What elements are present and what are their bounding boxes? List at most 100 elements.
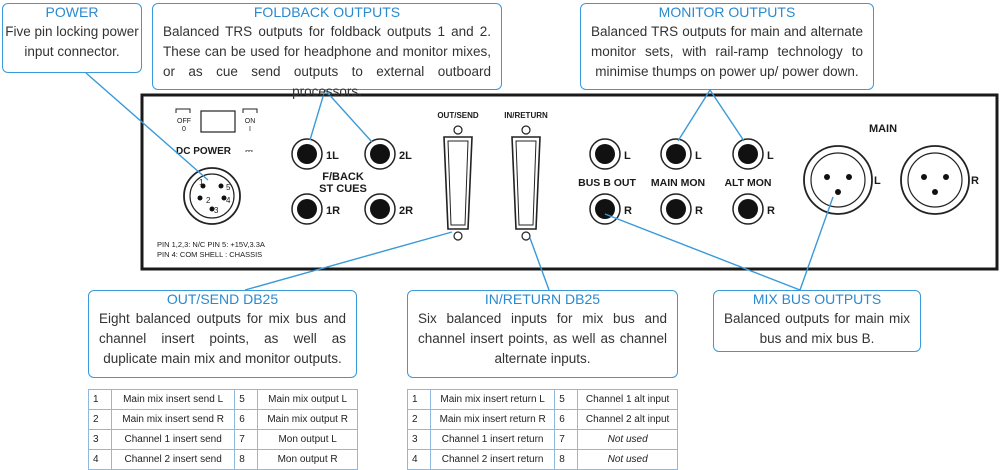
leader-in-return [529, 237, 550, 291]
fb-title-2: ST CUES [319, 183, 367, 195]
table-cell: Main mix insert return L [429, 389, 556, 410]
bus-b-out-label: BUS B OUT [578, 177, 636, 189]
switch-on-label: ON [245, 118, 256, 125]
out-send-panel-label: OUT/SEND [437, 111, 479, 120]
pin-3: 3 [214, 206, 219, 215]
leader-monitor-alt [709, 89, 745, 142]
table-cell: 2 [88, 409, 112, 430]
table-row: 1 Main mix insert send L 5 Main mix outp… [88, 389, 358, 410]
table-cell: Channel 1 insert send [110, 429, 236, 450]
table-cell: Channel 1 alt input [577, 389, 678, 410]
xlr-main-l [803, 145, 873, 215]
dc-power-label: DC POWER [176, 146, 232, 157]
jack-fb-2r [364, 193, 396, 225]
leader-power [85, 72, 209, 181]
switch-off-number: 0 [182, 126, 186, 133]
xlr-main-r-label: R [971, 175, 979, 187]
leader-mix-bus-b [604, 213, 801, 291]
callout-mix-bus-title: MIX BUS OUTPUTS [752, 291, 882, 307]
callout-monitor-title: MONITOR OUTPUTS [658, 4, 796, 20]
fb-title-1: F/BACK [322, 171, 364, 183]
table-cell: 4 [407, 449, 431, 470]
jack-main-mon-r-label: R [695, 205, 703, 217]
jack-alt-mon-l-label: L [767, 150, 774, 162]
jack-bus-b-l [589, 138, 621, 170]
callout-in-return: IN/RETURN DB25 Six balanced inputs for m… [407, 290, 678, 378]
leader-mix-bus-main [799, 196, 834, 291]
leader-foldback-2l [324, 89, 373, 143]
table-cell: 7 [554, 429, 579, 450]
pin-1: 1 [199, 178, 204, 187]
callout-monitor: MONITOR OUTPUTS Balanced TRS outputs for… [580, 3, 874, 90]
switch-on-number: I [249, 126, 251, 133]
jack-fb-1l-label: 1L [326, 150, 339, 162]
table-cell: Channel 2 insert send [110, 449, 236, 470]
pin-5: 5 [226, 183, 231, 192]
pin-2: 2 [206, 196, 211, 205]
table-cell: Not used [577, 429, 678, 450]
dc-symbol: ⎓ [245, 146, 253, 157]
table-cell: 3 [407, 429, 431, 450]
in-return-pin-table: 1 Main mix insert return L 5 Channel 1 a… [407, 389, 678, 470]
jack-main-mon-r [660, 193, 692, 225]
table-cell: Main mix output L [257, 389, 358, 410]
callout-mix-bus-text: Balanced outputs for main mix bus and mi… [724, 311, 910, 346]
table-cell: 6 [234, 409, 259, 430]
table-row: 4 Channel 2 insert send 8 Mon output R [88, 449, 358, 470]
table-cell: 1 [88, 389, 112, 410]
callout-out-send: OUT/SEND DB25 Eight balanced outputs for… [88, 290, 357, 378]
jack-fb-2l-label: 2L [399, 150, 412, 162]
power-connector: 1 2 3 4 5 [183, 167, 241, 225]
alt-mon-label: ALT MON [724, 177, 771, 189]
leader-foldback-1l [309, 89, 326, 141]
main-mon-label: MAIN MON [651, 177, 705, 189]
leader-lines [85, 72, 834, 291]
leader-out-send [244, 231, 453, 291]
table-cell: Main mix output R [257, 409, 358, 430]
table-cell: 1 [407, 389, 431, 410]
callout-foldback-text: Balanced TRS outputs for foldback output… [163, 24, 491, 99]
jack-fb-2l [364, 138, 396, 170]
callout-mix-bus: MIX BUS OUTPUTS Balanced outputs for mai… [713, 290, 921, 352]
xlr-main-r [900, 145, 970, 215]
pin-note-line-1: PIN 1,2,3: N/C PIN 5: +15V,3.3A [157, 240, 265, 249]
table-cell: 8 [234, 449, 259, 470]
pin-4: 4 [226, 196, 231, 205]
callout-in-return-text: Six balanced inputs for mix bus and chan… [418, 311, 667, 366]
db25-out-send-connector [443, 125, 473, 241]
table-cell: 8 [554, 449, 579, 470]
jack-alt-mon-l [732, 138, 764, 170]
jack-fb-1r-label: 1R [326, 205, 340, 217]
callout-monitor-text: Balanced TRS outputs for main and altern… [591, 24, 863, 79]
jack-bus-b-r-label: R [624, 205, 632, 217]
callout-in-return-title: IN/RETURN DB25 [484, 291, 601, 307]
table-row: 2 Main mix insert send R 6 Main mix outp… [88, 409, 358, 430]
table-cell: Main mix insert return R [429, 409, 556, 430]
table-row: 4 Channel 2 insert return 8 Not used [407, 449, 678, 470]
table-cell: Channel 2 insert return [429, 449, 556, 470]
table-cell: Channel 2 alt input [577, 409, 678, 430]
table-cell: Main mix insert send L [110, 389, 236, 410]
table-row: 2 Main mix insert return R 6 Channel 2 a… [407, 409, 678, 430]
callout-foldback: FOLDBACK OUTPUTS Balanced TRS outputs fo… [152, 3, 502, 99]
jack-alt-mon-r-label: R [767, 205, 775, 217]
jack-fb-1r [291, 193, 323, 225]
callout-power: POWER Five pin locking power input conne… [2, 3, 142, 73]
callout-power-text: Five pin locking power input connector. [5, 24, 139, 59]
table-cell: Main mix insert send R [110, 409, 236, 430]
db25-in-return-connector [511, 125, 541, 241]
table-cell: Mon output L [257, 429, 358, 450]
table-cell: Not used [577, 449, 678, 470]
callout-out-send-title: OUT/SEND DB25 [166, 291, 279, 307]
table-cell: Mon output R [257, 449, 358, 470]
in-return-panel-label: IN/RETURN [504, 111, 548, 120]
callout-power-title: POWER [45, 4, 99, 20]
table-row: 1 Main mix insert return L 5 Channel 1 a… [407, 389, 678, 410]
switch-rocker [200, 110, 236, 133]
jack-main-mon-l-label: L [695, 150, 702, 162]
table-cell: Channel 1 insert return [429, 429, 556, 450]
table-cell: 4 [88, 449, 112, 470]
switch-off-label: OFF [177, 118, 191, 125]
